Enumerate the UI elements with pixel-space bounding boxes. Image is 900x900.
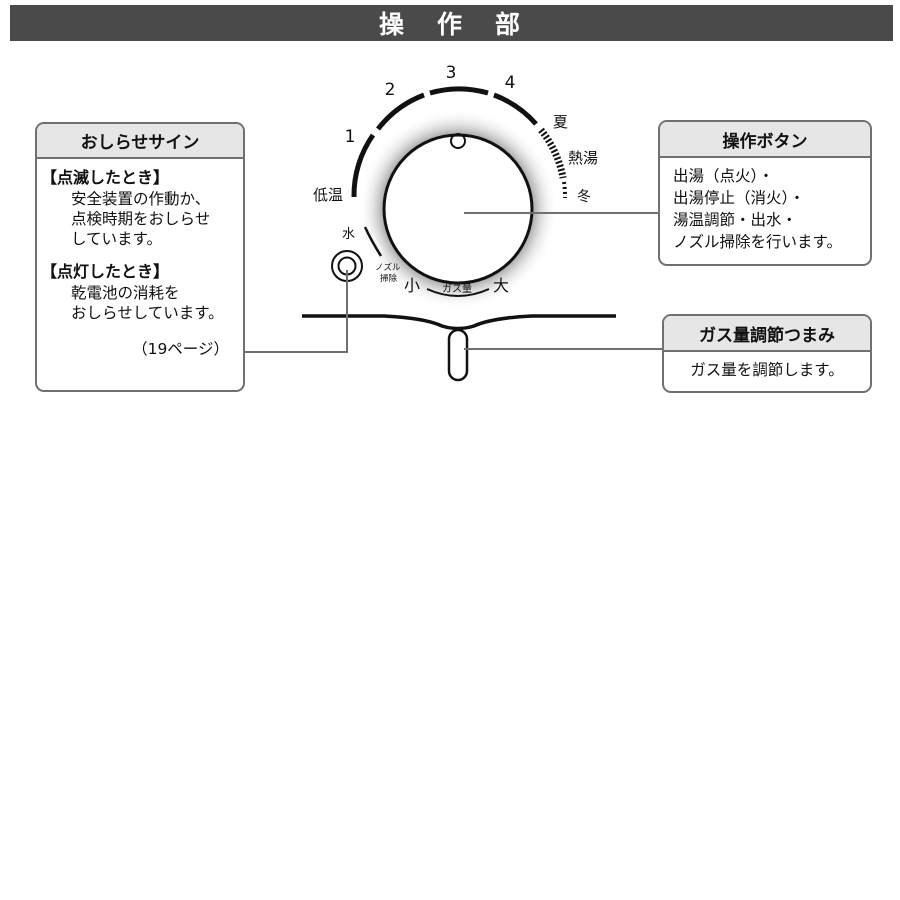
operation-button-callout: 操作ボタン 出湯（点火）・ 出湯停止（消火）・ 湯温調節・出水・ ノズル掃除を行… (658, 120, 872, 266)
button-callout-title: 操作ボタン (660, 122, 870, 158)
button-line-3: 湯温調節・出水・ (673, 211, 798, 229)
gas-scale-arc (426, 288, 490, 297)
button-line-2: 出湯停止（消火）・ (673, 189, 805, 207)
signal-callout-title: おしらせサイン (37, 124, 243, 159)
scale-number-1: 1 (345, 127, 356, 147)
panel-edge (302, 314, 616, 331)
label-gas-amount: ガス量 (442, 283, 472, 295)
signal-sign-callout: おしらせサイン 【点滅したとき】 安全装置の作動か、 点検時期をおしらせ してい… (35, 122, 245, 392)
blink-line-3: しています。 (71, 230, 162, 248)
scale-number-2: 2 (385, 80, 396, 100)
gas-callout-title: ガス量調節つまみ (664, 316, 870, 352)
label-gas-large: 大 (493, 276, 509, 295)
label-nozzle-1: ノズル (375, 262, 401, 273)
lit-heading: 【点灯したとき】 (41, 262, 170, 281)
blink-line-1: 安全装置の作動か、 (71, 190, 211, 208)
nozzle-arrow-icon-inner (368, 226, 384, 253)
scale-number-3: 3 (446, 63, 457, 83)
gas-adjust-knob[interactable] (447, 328, 469, 382)
knob-indicator-icon (450, 133, 466, 149)
label-hot-water: 熱湯 (568, 149, 598, 167)
label-low-temp: 低温 (313, 186, 343, 204)
label-nozzle-2: 掃除 (380, 273, 398, 284)
page-reference: （19ページ） (132, 340, 229, 358)
blink-line-2: 点検時期をおしらせ (71, 210, 211, 228)
label-gas-small: 小 (404, 276, 420, 295)
nozzle-arrow-icon (363, 226, 383, 257)
label-water: 水 (342, 227, 355, 242)
scale-arc-2-3 (429, 86, 489, 96)
button-line-1: 出湯（点火）・ (673, 167, 774, 185)
scale-arc-winter (562, 181, 568, 199)
operation-button[interactable] (382, 133, 534, 285)
button-line-4: ノズル掃除を行います。 (673, 233, 842, 251)
leader-line-signal (245, 270, 348, 353)
scale-arc-3-4 (493, 92, 538, 126)
scale-arc-low (351, 133, 376, 198)
label-summer: 夏 (553, 113, 568, 131)
lit-line-2: おしらせしています。 (71, 304, 224, 322)
blink-heading: 【点滅したとき】 (41, 168, 170, 187)
scale-number-4: 4 (505, 73, 516, 93)
page-title: 操 作 部 (10, 5, 893, 41)
gas-knob-callout: ガス量調節つまみ ガス量を調節します。 (662, 314, 872, 393)
scale-arc-hot (538, 127, 567, 179)
temperature-scale (351, 86, 568, 199)
gas-callout-text: ガス量を調節します。 (690, 361, 844, 379)
label-winter: 冬 (577, 189, 591, 205)
scale-arc-1-2 (376, 92, 425, 131)
lit-line-1: 乾電池の消耗を (71, 284, 180, 302)
